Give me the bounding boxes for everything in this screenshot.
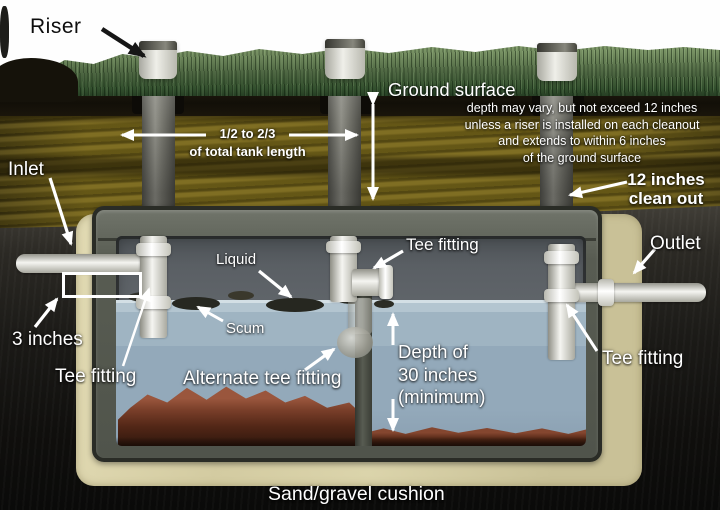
scum-layer [374, 300, 394, 308]
dirt-mound [0, 58, 78, 102]
depth-30-label: Depth of 30 inches (minimum) [398, 341, 485, 409]
outlet-label: Outlet [650, 233, 701, 254]
pipe-coupling [326, 241, 361, 253]
inlet-riser-pipe [142, 86, 175, 212]
tank-length-line: 1/2 to 2/3 [219, 126, 276, 141]
tee-fitting-outlet-label: Tee fitting [602, 348, 684, 369]
outlet-pipe [566, 283, 706, 302]
depth-note-line: unless a riser is installed on each clea… [464, 117, 700, 132]
three-inches-label: 3 inches [12, 329, 83, 350]
tank-floor-shadow [116, 437, 586, 446]
riser-cap [325, 39, 365, 79]
tank-length-label: 1/2 to 2/3 of total tank length [180, 125, 315, 161]
outlet-cleanout-riser-pipe [540, 90, 573, 212]
scum-layer [228, 291, 254, 300]
soil-smudge [0, 6, 9, 58]
sand-gravel-label: Sand/gravel cushion [268, 483, 445, 505]
inlet-label: Inlet [8, 159, 44, 180]
pipe-coupling [544, 289, 579, 302]
alternate-tee-fitting [337, 327, 373, 358]
riser-cap [139, 41, 177, 79]
cleanout-label: 12 inches clean out [614, 170, 718, 208]
three-inch-drop-marker [62, 272, 142, 298]
depth-30-line: (minimum) [398, 386, 486, 407]
depth-note-line: depth may vary, but not exceed 12 inches [466, 101, 698, 115]
liquid-label: Liquid [216, 251, 257, 268]
inlet-pipe [16, 254, 146, 273]
pipe-coupling [379, 265, 393, 299]
riser-label: Riser [30, 15, 82, 38]
pipe-coupling [544, 251, 579, 264]
cleanout-line: 12 inches [627, 170, 705, 189]
ground-surface-label: Ground surface [388, 79, 516, 100]
depth-30-line: 30 inches [398, 363, 478, 385]
depth-note: depth may vary, but not exceed 12 inches… [450, 100, 714, 166]
baffle-wall [355, 270, 372, 446]
tee-fitting-inlet-label: Tee fitting [55, 366, 137, 387]
tank-length-line: of total tank length [189, 144, 306, 159]
pipe-coupling [598, 279, 614, 306]
riser-cap [537, 43, 577, 81]
alternate-tee-label: Alternate tee fitting [183, 368, 342, 389]
scum-layer [266, 298, 324, 312]
center-riser-pipe [328, 82, 361, 212]
pipe-coupling [136, 243, 171, 256]
depth-note-line: of the ground surface [522, 150, 642, 165]
cleanout-line: clean out [628, 189, 704, 208]
depth-30-line: Depth of [398, 341, 468, 362]
scum-layer [172, 297, 220, 310]
tee-fitting-center-label: Tee fitting [406, 235, 479, 254]
depth-note-line: and extends to within 6 inches [498, 134, 666, 148]
scum-label: Scum [226, 320, 265, 337]
